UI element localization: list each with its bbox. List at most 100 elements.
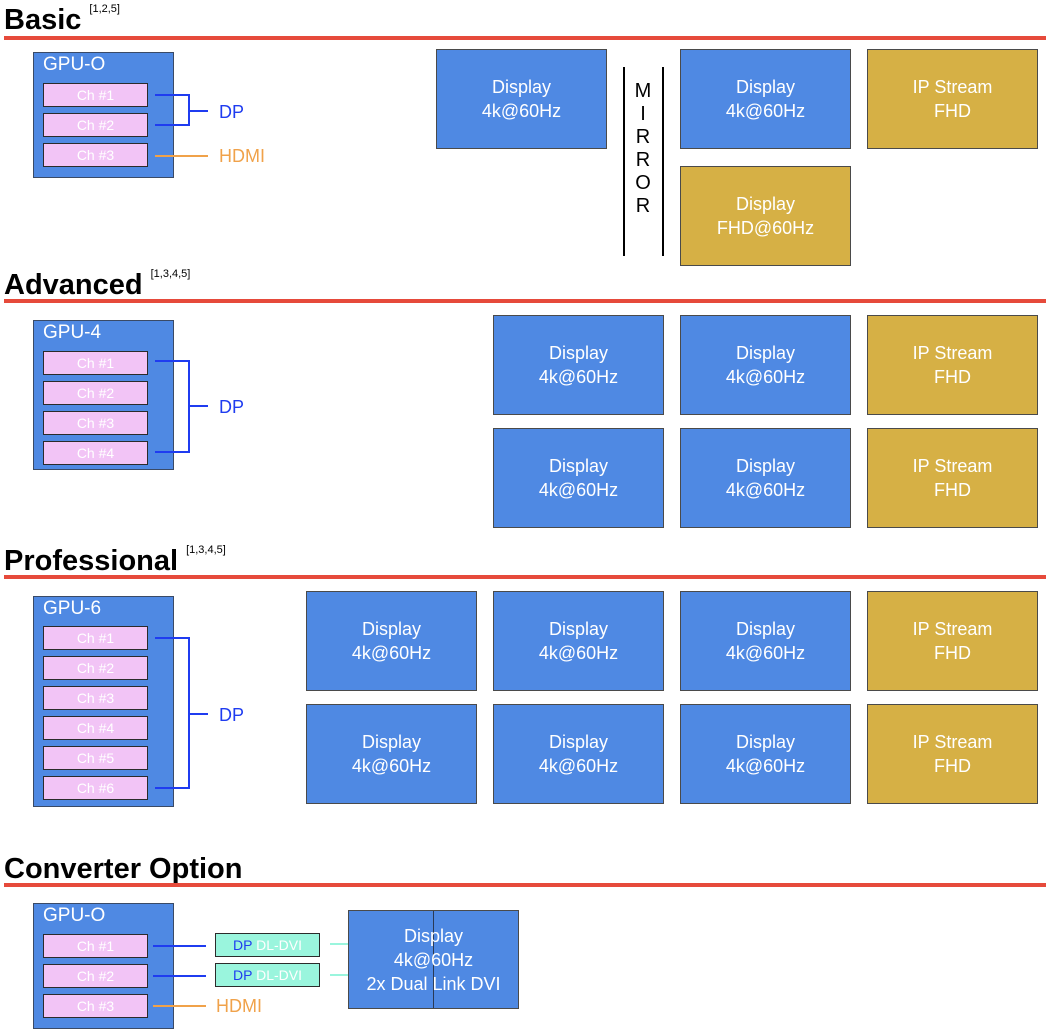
- tile-title: Display: [548, 619, 609, 639]
- section-divider: [4, 299, 1046, 303]
- hdmi-label: HDMI: [216, 996, 262, 1016]
- channel-3: Ch #3: [43, 994, 148, 1018]
- tile-title: Display: [735, 194, 796, 214]
- tile-spec: FHD: [934, 101, 971, 121]
- section-heading-basic: Basic [1,2,5]: [4, 3, 120, 36]
- adapter-output: DL-DVI: [256, 937, 302, 953]
- mirror-bar-right: [662, 67, 664, 256]
- dp-label: DP: [219, 705, 245, 725]
- tile-title: Display: [491, 77, 552, 97]
- tile-spec: 4k@60Hz: [351, 756, 432, 776]
- tile-spec: 4k@60Hz: [538, 643, 619, 663]
- display-tile: Display 4k@60Hz: [436, 49, 607, 149]
- tile-spec: 4k@60Hz: [481, 101, 562, 121]
- dp-connector-line: [155, 637, 190, 639]
- dp-connector-line: [153, 945, 206, 947]
- tile-title: Display: [403, 925, 464, 946]
- tile-title: Display: [361, 732, 422, 752]
- display-tile: Display 4k@60Hz: [493, 704, 664, 804]
- channel-1: Ch #1: [43, 83, 148, 107]
- tile-spec: 4k@60Hz: [538, 480, 619, 500]
- tile-spec: 4k@60Hz: [725, 756, 806, 776]
- tile-title: Display: [735, 343, 796, 363]
- heading-text: Basic: [4, 4, 82, 36]
- channel-2: Ch #2: [43, 964, 148, 988]
- section-divider: [4, 883, 1046, 887]
- gpu-block-converter: GPU-O Ch #1 Ch #2 Ch #3: [33, 903, 174, 1029]
- tile-title: IP Stream: [912, 732, 993, 752]
- dp-connector-line: [155, 787, 190, 789]
- display-tile: Display 4k@60Hz: [493, 315, 664, 415]
- dp-connector-line: [155, 360, 190, 362]
- dp-connector-line: [188, 405, 208, 407]
- adapter-input: DP: [233, 937, 253, 953]
- heading-text: Advanced: [4, 269, 143, 301]
- channel-3: Ch #3: [43, 686, 148, 710]
- gpu-block-professional: GPU-6 Ch #1 Ch #2 Ch #3 Ch #4 Ch #5 Ch #…: [33, 596, 174, 807]
- channel-2: Ch #2: [43, 381, 148, 405]
- channel-3: Ch #3: [43, 411, 148, 435]
- tile-connection: 2x Dual Link DVI: [366, 973, 501, 994]
- gpu-block-basic: GPU-O Ch #1 Ch #2 Ch #3: [33, 52, 174, 178]
- reference-note: [1,3,4,5]: [186, 544, 226, 556]
- tile-title: IP Stream: [912, 77, 993, 97]
- tile-spec: FHD: [934, 367, 971, 387]
- hdmi-connector-line: [155, 155, 208, 157]
- heading-text: Professional: [4, 545, 179, 577]
- dp-to-dvi-adapter: DP DL-DVI: [215, 933, 320, 957]
- mirror-letter: R: [635, 195, 651, 217]
- adapter-output: DL-DVI: [256, 967, 302, 983]
- tile-title: Display: [735, 77, 796, 97]
- channel-1: Ch #1: [43, 934, 148, 958]
- channel-1: Ch #1: [43, 626, 148, 650]
- dp-to-dvi-adapter: DP DL-DVI: [215, 963, 320, 987]
- gpu-name: GPU-6: [43, 598, 102, 619]
- tile-title: IP Stream: [912, 619, 993, 639]
- channel-2: Ch #2: [43, 113, 148, 137]
- mirror-bar-left: [623, 67, 625, 256]
- tile-title: Display: [735, 456, 796, 476]
- display-split-line: [433, 911, 434, 1008]
- tile-title: Display: [548, 343, 609, 363]
- display-tile: Display 4k@60Hz: [493, 591, 664, 691]
- mirror-letter: O: [635, 172, 651, 194]
- section-heading-professional: Professional [1,3,4,5]: [4, 544, 226, 577]
- mirror-letter: M: [634, 80, 652, 102]
- tile-title: IP Stream: [912, 343, 993, 363]
- channel-3: Ch #3: [43, 143, 148, 167]
- display-tile: Display 4k@60Hz: [306, 704, 477, 804]
- tile-spec: 4k@60Hz: [725, 643, 806, 663]
- gpu-name: GPU-4: [43, 322, 102, 343]
- channel-4: Ch #4: [43, 716, 148, 740]
- tile-title: Display: [361, 619, 422, 639]
- hdmi-connector-line: [153, 1005, 206, 1007]
- display-tile: Display 4k@60Hz: [680, 49, 851, 149]
- tile-spec: 4k@60Hz: [725, 101, 806, 121]
- channel-1: Ch #1: [43, 351, 148, 375]
- dual-link-display-tile: Display 4k@60Hz 2x Dual Link DVI: [348, 910, 519, 1009]
- reference-note: [1,2,5]: [89, 3, 120, 15]
- section-heading-converter: Converter Option: [4, 855, 242, 884]
- tile-title: IP Stream: [912, 456, 993, 476]
- mirror-letter: I: [640, 103, 646, 125]
- tile-spec: FHD: [934, 643, 971, 663]
- tile-title: Display: [735, 732, 796, 752]
- tile-spec: 4k@60Hz: [538, 756, 619, 776]
- tile-title: Display: [548, 456, 609, 476]
- section-heading-advanced: Advanced[1,3,4,5]: [4, 269, 190, 301]
- tile-spec: 4k@60Hz: [538, 367, 619, 387]
- gpu-name: GPU-O: [43, 905, 106, 926]
- tile-title: Display: [548, 732, 609, 752]
- dp-connector-line: [155, 94, 190, 96]
- dp-label: DP: [219, 397, 245, 417]
- section-divider: [4, 575, 1046, 579]
- tile-spec: 4k@60Hz: [393, 949, 474, 970]
